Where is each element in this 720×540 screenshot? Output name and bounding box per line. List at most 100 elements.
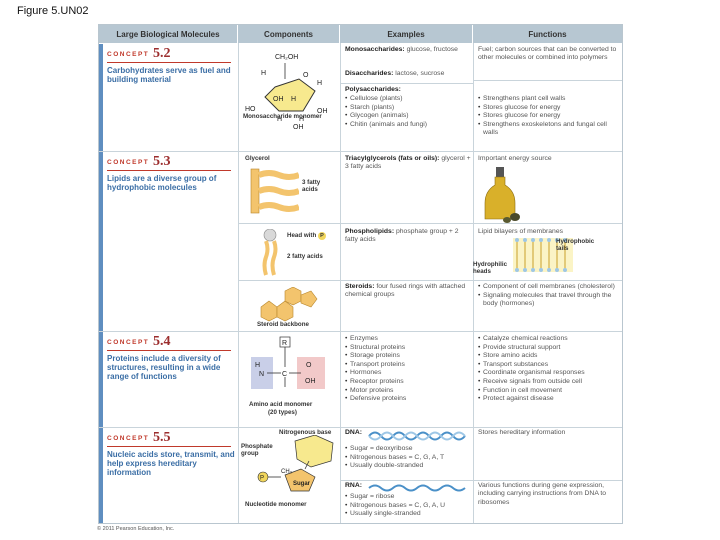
olive-oil-bottle-image xyxy=(484,167,520,223)
col-divider xyxy=(340,43,341,523)
phospholipid-diagram xyxy=(262,229,278,276)
function-dna: Stores hereditary information xyxy=(478,429,566,436)
lipid-bilayer-diagram xyxy=(513,238,573,272)
list-item: Storage proteins xyxy=(345,352,406,361)
function-bilayer: Lipid bilayers of membranes xyxy=(478,228,564,235)
list-item: Stores glucose for energy xyxy=(478,112,619,121)
row-divider xyxy=(99,427,622,428)
row-divider xyxy=(238,223,622,224)
example-steroids: Steroids: four fused rings with attached… xyxy=(345,283,466,299)
list-item: Nitrogenous bases = C, G, A, T xyxy=(345,454,444,463)
atom-label: OH xyxy=(305,378,316,385)
list-item: Function in cell movement xyxy=(478,387,585,396)
list-item: Chitin (animals and fungi) xyxy=(345,121,427,130)
atom-label: R xyxy=(282,340,287,347)
list-item: Strengthens exoskeletons and fungal cell… xyxy=(478,121,619,138)
list-item: Coordinate organismal responses xyxy=(478,369,585,378)
col-divider xyxy=(238,43,239,523)
list-item: Defensive proteins xyxy=(345,395,406,404)
example-polysaccharides-head: Polysaccharides: xyxy=(345,86,401,93)
atom-label: OH xyxy=(293,124,304,131)
atom-label: H xyxy=(261,70,266,77)
list-item: Stores glucose for energy xyxy=(478,104,619,113)
glycerol-label: Glycerol xyxy=(245,155,270,162)
header-molecules: Large Biological Molecules xyxy=(99,25,238,43)
concept-rule xyxy=(107,446,231,447)
list-item: Usually single-stranded xyxy=(345,510,445,519)
rna-list: Sugar = ribose Nitrogenous bases = C, G,… xyxy=(345,493,445,519)
list-item: Receptor proteins xyxy=(345,378,406,387)
atom-label: C xyxy=(282,371,287,378)
concept-number: 5.2 xyxy=(153,46,171,61)
atom-label: H xyxy=(255,362,260,369)
amino-acid-caption: Amino acid monomer xyxy=(249,401,313,408)
row-divider xyxy=(99,331,622,332)
atom-label: HO xyxy=(245,106,256,113)
copyright-credit: © 2011 Pearson Education, Inc. xyxy=(97,526,175,532)
phosphate-group-label: Phosphate group xyxy=(241,443,273,457)
list-item: Transport substances xyxy=(478,361,585,370)
list-item: Motor proteins xyxy=(345,387,406,396)
list-item: Enzymes xyxy=(345,335,406,344)
atom-label: OH xyxy=(317,108,328,115)
concept-label: CONCEPT xyxy=(107,435,150,442)
header-components: Components xyxy=(238,25,340,43)
example-dna-head: DNA: xyxy=(345,429,362,436)
atom-label: H xyxy=(291,96,296,103)
list-item: Component of cell membranes (cholesterol… xyxy=(478,283,620,292)
monosaccharide-diagram: CH₂OH H O H OH H HO OH H H OH xyxy=(245,54,328,131)
concept-label: CONCEPT xyxy=(107,159,150,166)
concept-rule xyxy=(107,170,231,171)
concept-title: Lipids are a diverse group of hydrophobi… xyxy=(107,174,217,192)
concept-title: Proteins include a diversity of structur… xyxy=(107,354,221,381)
list-item: Glycogen (animals) xyxy=(345,112,427,121)
accent-bar xyxy=(99,428,103,523)
steroid-caption: Steroid backbone xyxy=(257,321,309,328)
head-label: Head with P xyxy=(287,232,326,240)
amino-acid-diagram: R H N C O OH xyxy=(251,336,325,389)
steroid-diagram xyxy=(260,287,318,322)
phosphate-p-icon: P xyxy=(317,232,326,240)
list-item: Nitrogenous bases = C, G, A, U xyxy=(345,502,445,511)
row-divider xyxy=(340,480,622,481)
polysaccharide-functions: Strengthens plant cell walls Stores gluc… xyxy=(478,95,619,138)
list-item: Sugar = ribose xyxy=(345,493,445,502)
concept-label: CONCEPT xyxy=(107,339,150,346)
rna-strand-icon xyxy=(368,484,466,492)
example-disaccharides: Disaccharides: lactose, sucrose xyxy=(345,70,445,77)
two-fatty-acids-label: 2 fatty acids xyxy=(287,253,323,260)
example-phospholipids: Phospholipids: phosphate group + 2 fatty… xyxy=(345,228,459,244)
hydrophilic-label: Hydrophilic heads xyxy=(473,261,508,275)
list-item: Strengthens plant cell walls xyxy=(478,95,619,104)
row-divider xyxy=(99,151,622,152)
atom-label: OH xyxy=(273,96,284,103)
fatty-acids-label: 3 fatty acids xyxy=(302,179,321,193)
protein-examples-list: Enzymes Structural proteins Storage prot… xyxy=(345,335,406,404)
dna-list: Sugar = deoxyribose Nitrogenous bases = … xyxy=(345,445,444,471)
list-item: Catalyze chemical reactions xyxy=(478,335,585,344)
concept-label: CONCEPT xyxy=(107,51,150,58)
atom-label: H xyxy=(277,116,282,123)
concept-number: 5.5 xyxy=(153,430,171,445)
concept-title: Nucleic acids store, transmit, and help … xyxy=(107,450,235,477)
list-item: Starch (plants) xyxy=(345,104,427,113)
function-rna: Various functions during gene expression… xyxy=(478,482,607,506)
accent-bar xyxy=(99,44,103,151)
list-item: Cellulose (plants) xyxy=(345,95,427,104)
nitrogenous-base-label: Nitrogenous base xyxy=(279,429,332,436)
monosaccharide-caption: Monosaccharide monomer xyxy=(243,113,322,120)
atom-label: H xyxy=(317,80,322,87)
figure-label: Figure 5.UN02 xyxy=(17,5,89,17)
concept-rule xyxy=(107,62,231,63)
list-item: Signaling molecules that travel through … xyxy=(478,292,620,309)
atom-label: O xyxy=(306,362,312,369)
polysaccharide-list: Cellulose (plants) Starch (plants) Glyco… xyxy=(345,95,427,129)
function-energy: Important energy source xyxy=(478,155,552,162)
phosphate-p: P xyxy=(260,476,264,482)
nucleotide-diagram: P CH₂ Sugar xyxy=(257,435,334,492)
protein-functions: Catalyze chemical reactions Provide stru… xyxy=(478,335,585,404)
amino-acid-count: (20 types) xyxy=(268,409,297,416)
example-rna-head: RNA: xyxy=(345,482,362,489)
row-divider xyxy=(340,83,473,84)
col-divider xyxy=(473,43,474,523)
